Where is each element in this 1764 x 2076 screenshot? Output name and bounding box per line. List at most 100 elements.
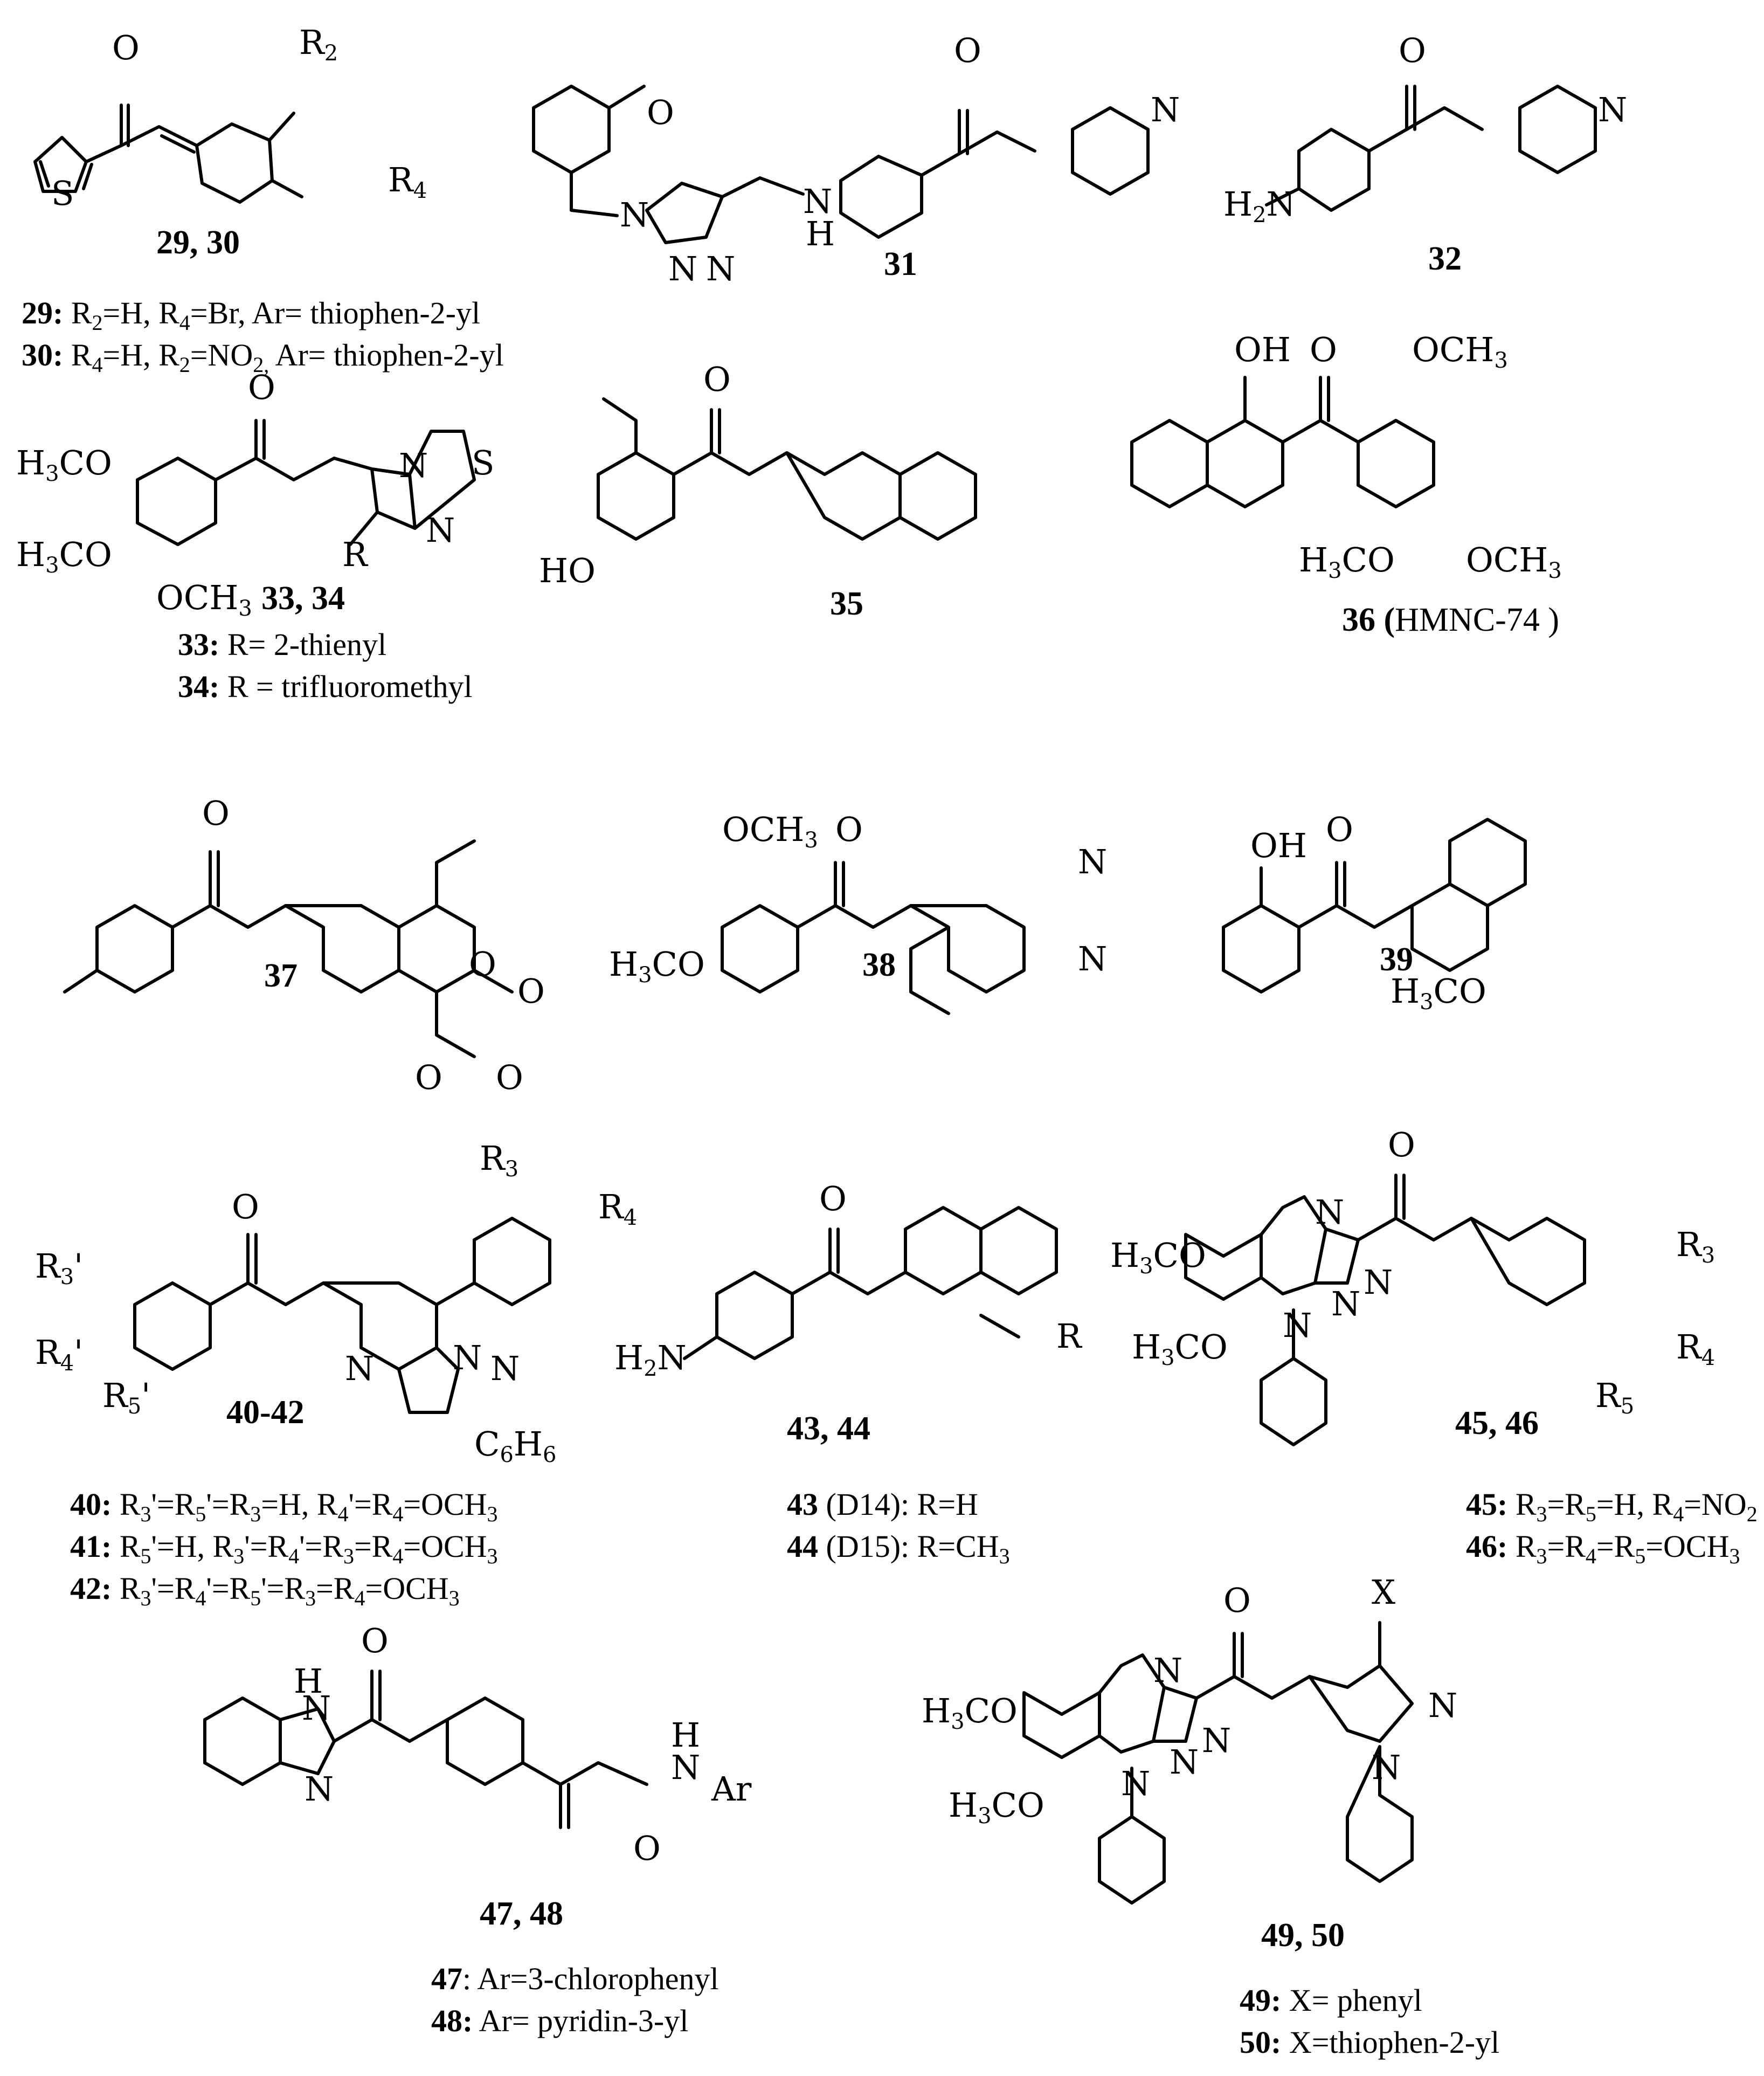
atom-N: N xyxy=(668,249,697,288)
compound-number-label: 37 xyxy=(264,957,298,994)
atom-N: N xyxy=(1078,842,1107,881)
N-phenyl-ring xyxy=(1260,1308,1327,1446)
atom-N: N xyxy=(1121,1764,1150,1803)
atom-H2N: H2N xyxy=(614,1338,687,1381)
aminophenyl-ring xyxy=(715,1271,794,1360)
atom-N: N xyxy=(1283,1306,1312,1345)
tolyl-ring xyxy=(95,904,174,994)
substituted-phenyl-ring xyxy=(133,1281,212,1371)
atom-O: O xyxy=(202,794,230,833)
atom-O: O xyxy=(112,28,140,67)
atom-R2: R2 xyxy=(299,23,338,66)
compound-number-label: 35 xyxy=(830,585,863,622)
atom-O: O xyxy=(1223,1581,1251,1620)
pyrazolopyrimidine-ring xyxy=(322,1281,460,1414)
atom-N: N xyxy=(1170,1742,1199,1782)
compound-number-label: 39 xyxy=(1380,941,1413,978)
atom-N: N xyxy=(706,249,735,288)
atom-O: O xyxy=(1310,330,1337,369)
structure-33-34: O N S N R H3CO H3CO OCH3 xyxy=(16,368,494,621)
atom-H3CO: H3CO xyxy=(922,1691,1018,1734)
compound-number-label: 38 xyxy=(862,947,896,983)
atom-N: N xyxy=(1315,1192,1344,1232)
compound-number-label: 29, 30 xyxy=(156,224,240,261)
structure-49-50: O N N N N X N N H3CO H3CO xyxy=(922,1572,1457,1905)
atom-N: N xyxy=(1151,90,1180,129)
atom-H3CO: H3CO xyxy=(16,443,112,486)
atom-N: N xyxy=(426,511,455,550)
atom-O: O xyxy=(633,1829,661,1868)
atom-O: O xyxy=(248,368,275,407)
substituent-definition: 47: Ar=3-chlorophenyl xyxy=(431,1961,719,1996)
atom-N: N xyxy=(803,182,832,221)
atom-R3prime: R3' xyxy=(35,1246,83,1289)
atom-R5prime: R5' xyxy=(102,1376,150,1419)
atom-S: S xyxy=(51,174,74,213)
quinoxaline-ring xyxy=(909,904,1026,1015)
atom-N: N xyxy=(1331,1284,1360,1323)
atom-O: O xyxy=(819,1179,847,1218)
atom-N: N xyxy=(345,1349,374,1388)
structure-40-42: O R3' R4' R5' N N N C6H6 R3 R4 xyxy=(35,1139,637,1467)
substituent-definition: 45: R3=R5=H, R4=NO2 xyxy=(1466,1487,1758,1526)
atom-OCH3: OCH3 xyxy=(1412,330,1508,373)
atom-N: N xyxy=(1364,1263,1393,1302)
triazole-ring xyxy=(1152,1686,1198,1743)
atom-N: N xyxy=(302,1688,331,1728)
naphthalene-ring xyxy=(710,451,977,541)
structure-35: O HO xyxy=(539,360,977,590)
thiophene-ring xyxy=(33,136,88,193)
atom-N: N xyxy=(620,195,649,235)
atom-N: N xyxy=(399,446,428,485)
atom-HO: HO xyxy=(539,551,596,590)
hydroxyphenyl-ring xyxy=(597,451,675,541)
atom-O: O xyxy=(835,810,863,849)
atom-S: S xyxy=(472,443,494,482)
atom-R3: R3 xyxy=(480,1139,518,1182)
atom-R: R xyxy=(342,535,369,574)
compound-number-label: 47, 48 xyxy=(480,1895,563,1932)
atom-H2N: H2N xyxy=(1223,184,1296,227)
atom-R4prime: R4' xyxy=(35,1333,83,1376)
substituent-definition: 33: R= 2-thienyl xyxy=(178,627,386,662)
methoxyphenyl-ring xyxy=(532,85,611,174)
structure-47-48: H N N O H N Ar O xyxy=(203,1621,752,1868)
phenyl-ring xyxy=(435,1217,551,1306)
atom-OCH3: OCH3 xyxy=(722,810,818,853)
atom-O: O xyxy=(1388,1125,1415,1164)
substituent-definition: 40: R3'=R5'=R3=H, R4'=R4=OCH3 xyxy=(70,1487,498,1526)
dimethoxyphenyl-ring xyxy=(721,904,799,994)
compound-number-label: 31 xyxy=(884,246,917,282)
atom-O: O xyxy=(469,944,496,984)
atom-OCH3: OCH3 xyxy=(156,578,252,621)
substituent-definition: 30: R4=H, R2=NO2, Ar= thiophen-2-yl xyxy=(22,337,504,377)
trimethoxyphenyl-ring xyxy=(136,457,217,546)
atom-O: O xyxy=(496,1058,523,1097)
atom-H: H xyxy=(671,1715,700,1755)
atom-N: N xyxy=(1598,90,1627,129)
imidazothiazole-ring xyxy=(333,430,476,530)
atom-R5: R5 xyxy=(1595,1376,1634,1419)
substituent-definition: 48: Ar= pyridin-3-yl xyxy=(431,2003,688,2038)
substituent-definition: 42: R3'=R4'=R5'=R3=R4=OCH3 xyxy=(70,1571,460,1610)
atom-R: R xyxy=(1056,1316,1083,1356)
structure-32: O N H2N xyxy=(1223,31,1627,227)
atom-N: N xyxy=(305,1769,334,1809)
atom-O: O xyxy=(954,31,981,70)
atom-R3: R3 xyxy=(1676,1225,1715,1268)
atom-H3CO: H3CO xyxy=(1391,971,1486,1015)
atom-O: O xyxy=(232,1187,259,1226)
N-phenyl-ring xyxy=(1346,1621,1414,1883)
compound-number-label: 49, 50 xyxy=(1261,1917,1345,1954)
compound-number-label: 43, 44 xyxy=(787,1410,870,1447)
atom-H3CO: H3CO xyxy=(1110,1236,1206,1279)
substituent-definition: 43 (D14): R=H xyxy=(787,1487,978,1522)
carbonyl-bond xyxy=(920,109,969,177)
atom-OCH3: OCH3 xyxy=(1466,540,1562,583)
compound-number-label: 32 xyxy=(1428,240,1462,277)
substituent-definition: 50: X=thiophen-2-yl xyxy=(1240,2025,1499,2060)
atom-X: X xyxy=(1372,1572,1395,1612)
pyridine-ring xyxy=(1405,85,1597,174)
atom-N: N xyxy=(1078,939,1107,978)
